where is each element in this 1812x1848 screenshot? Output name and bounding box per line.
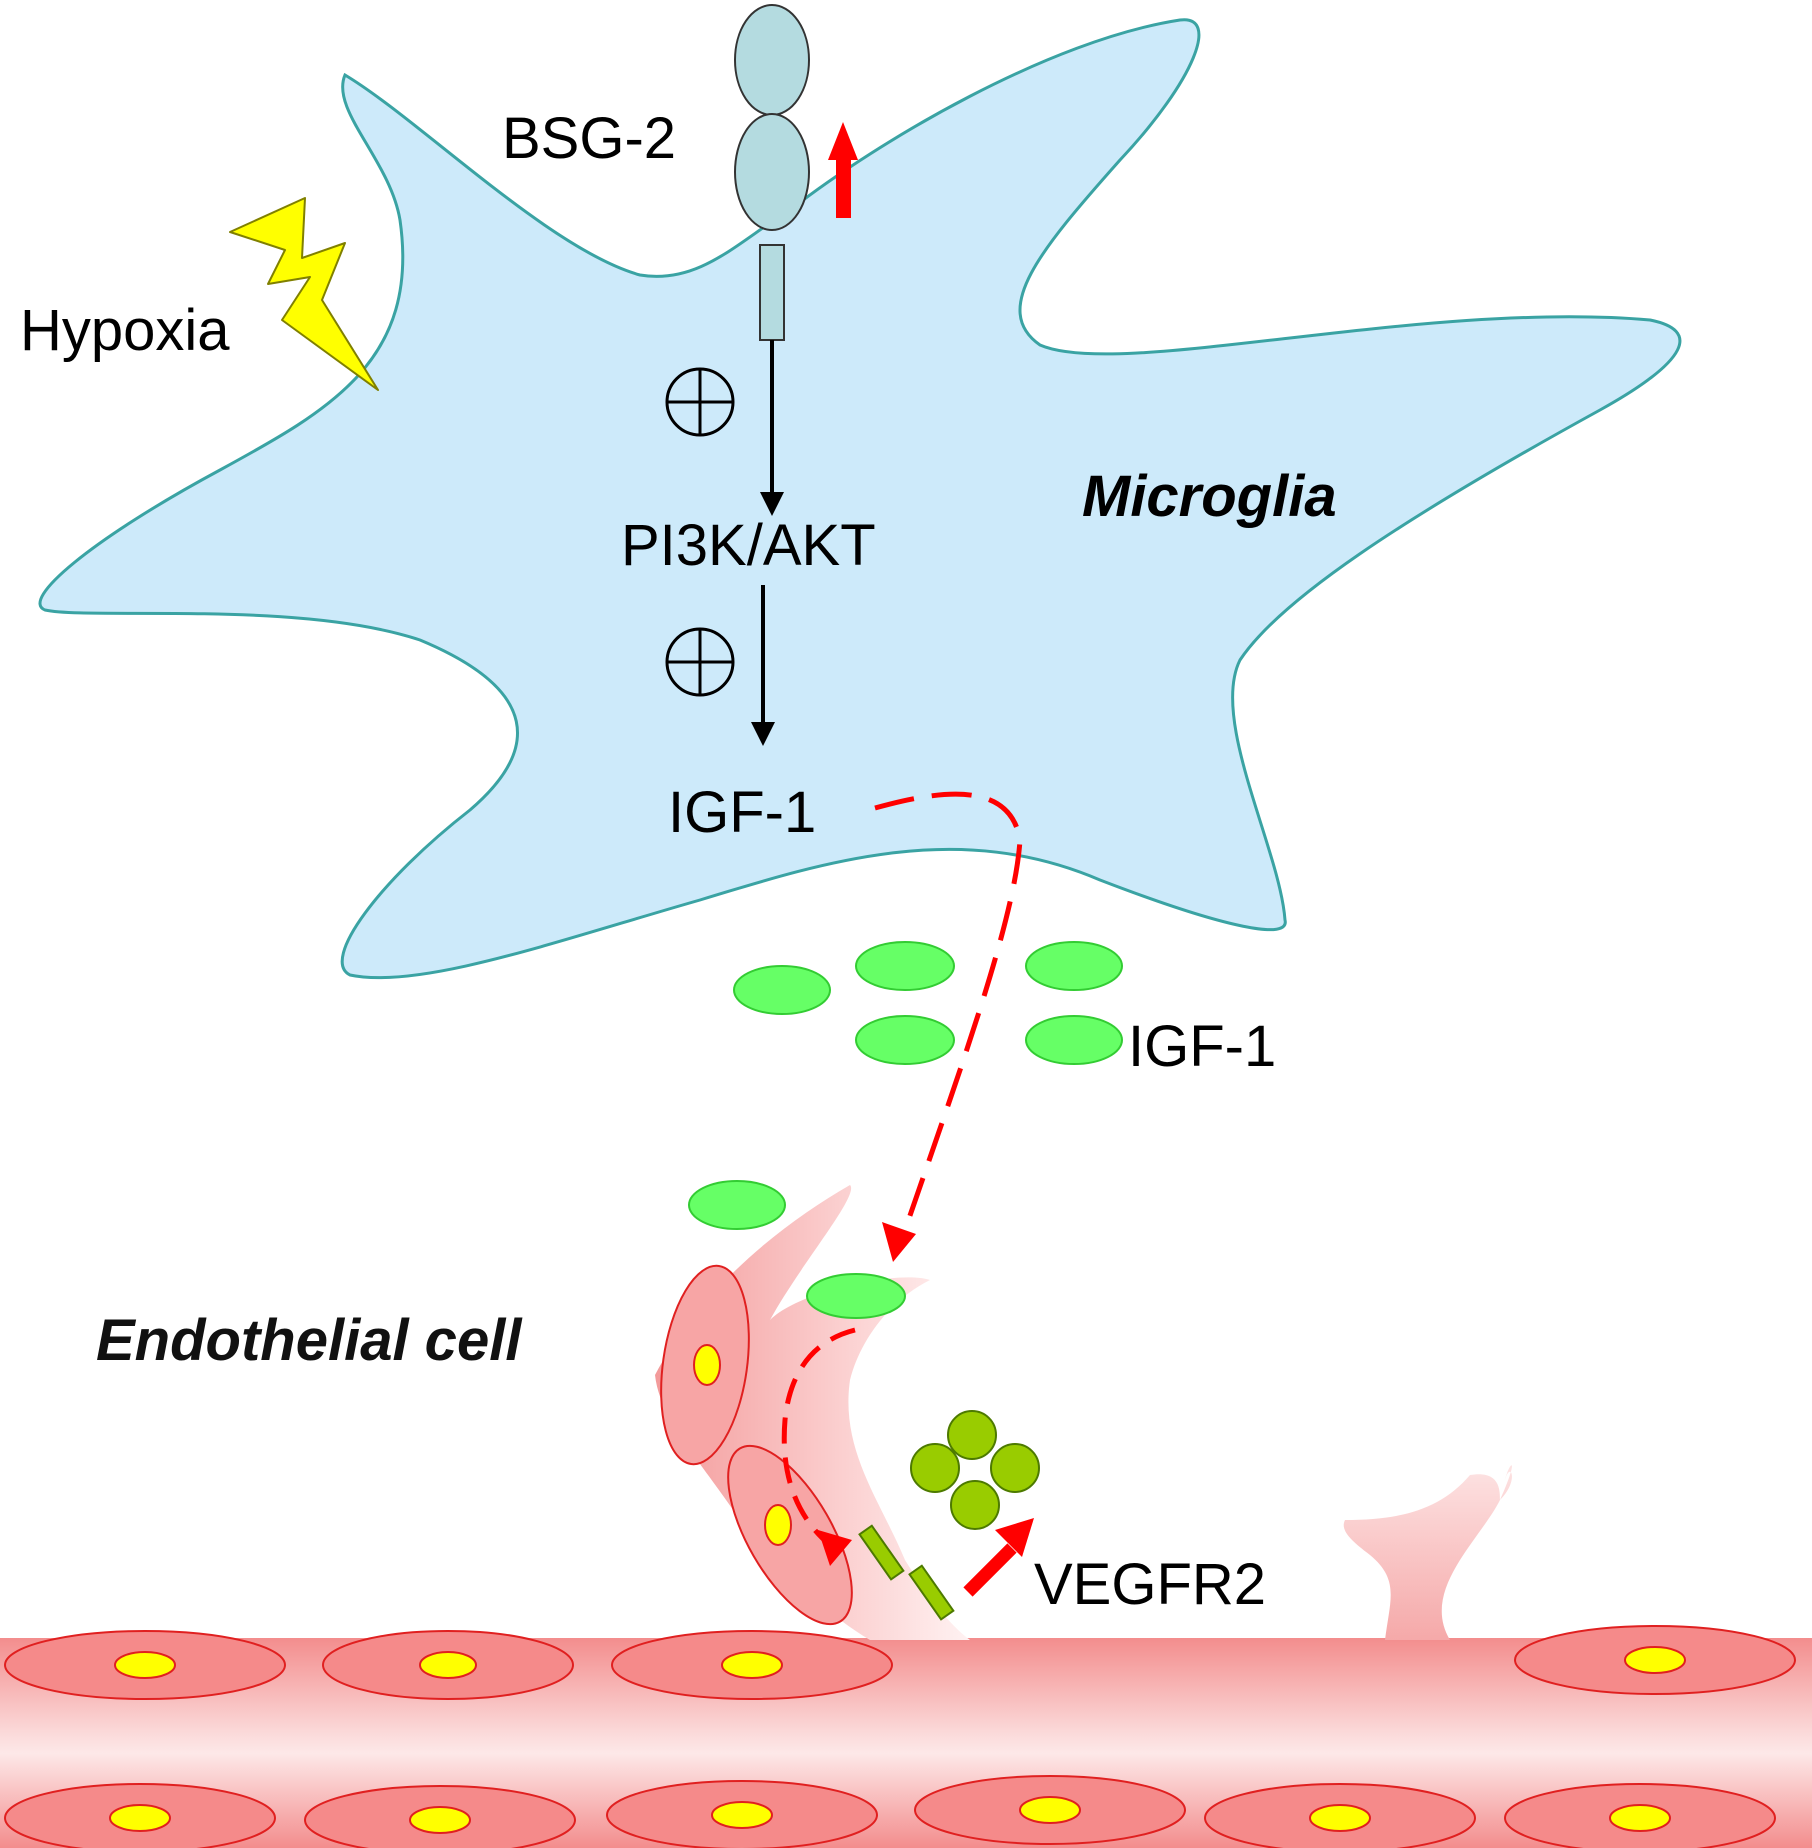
vessel-cell xyxy=(4,1630,286,1700)
endothelial-sprout-small xyxy=(1343,1465,1512,1640)
igf1-particle xyxy=(688,1180,786,1230)
vessel-cell xyxy=(304,1785,576,1848)
up-arrow-icon xyxy=(963,1518,1034,1597)
igf1-secretion-dashed-arrow xyxy=(874,791,1023,1231)
bsg2-receptor xyxy=(734,4,810,341)
igf1-particle xyxy=(806,1273,906,1319)
vessel-cell-row-top xyxy=(4,1625,1796,1700)
vessel-cell xyxy=(1204,1783,1476,1848)
plus-circle-icon xyxy=(665,367,735,437)
igf1-secretion-arrowhead xyxy=(882,1222,916,1262)
vessel-cell xyxy=(914,1775,1186,1845)
sprout-cell xyxy=(727,1444,853,1626)
vessel-cell-row-bottom xyxy=(4,1775,1776,1848)
bsg2-domain-top xyxy=(734,4,810,116)
bsg2-label: BSG-2 xyxy=(502,106,676,171)
vessel-cell xyxy=(611,1630,893,1700)
igf1-to-vegfr2-arrowhead xyxy=(818,1530,852,1566)
plus-circle-icon xyxy=(665,627,735,697)
vegfr2-label: VEGFR2 xyxy=(1034,1552,1266,1617)
vessel-cell xyxy=(4,1783,276,1848)
pi3k-to-igf1-arrowhead xyxy=(751,722,775,746)
igf1-inside-label: IGF-1 xyxy=(668,780,816,845)
sprout-cell xyxy=(660,1264,750,1466)
microglia-label: Microglia xyxy=(1082,464,1337,529)
bsg2-domain-bottom xyxy=(734,113,810,231)
microglia-cell xyxy=(38,18,1682,980)
lightning-icon xyxy=(229,197,379,391)
igf1-particle xyxy=(855,941,955,991)
vegfr2-receptor xyxy=(858,1410,1040,1621)
igf1-particle xyxy=(1025,941,1123,991)
up-arrow-icon xyxy=(828,122,858,218)
hypoxia-label: Hypoxia xyxy=(20,298,230,363)
igf1-particles xyxy=(688,941,1123,1319)
bsg2-to-pi3k-arrowhead xyxy=(760,492,784,516)
pi3k-akt-label: PI3K/AKT xyxy=(621,513,876,578)
vessel-cell xyxy=(1504,1783,1776,1848)
vessel-cell xyxy=(1514,1625,1796,1695)
igf1-particle xyxy=(1025,1015,1123,1065)
igf1-to-vegfr2-dashed-arrow xyxy=(781,1327,856,1547)
vessel-cell xyxy=(606,1780,878,1848)
igf1-outside-label: IGF-1 xyxy=(1128,1014,1276,1079)
bsg2-transmembrane xyxy=(759,244,785,341)
endothelial-cell-label: Endothelial cell xyxy=(96,1308,523,1373)
igf1-particle xyxy=(855,1015,955,1065)
vessel-cell xyxy=(322,1630,574,1700)
igf1-particle xyxy=(733,965,831,1015)
